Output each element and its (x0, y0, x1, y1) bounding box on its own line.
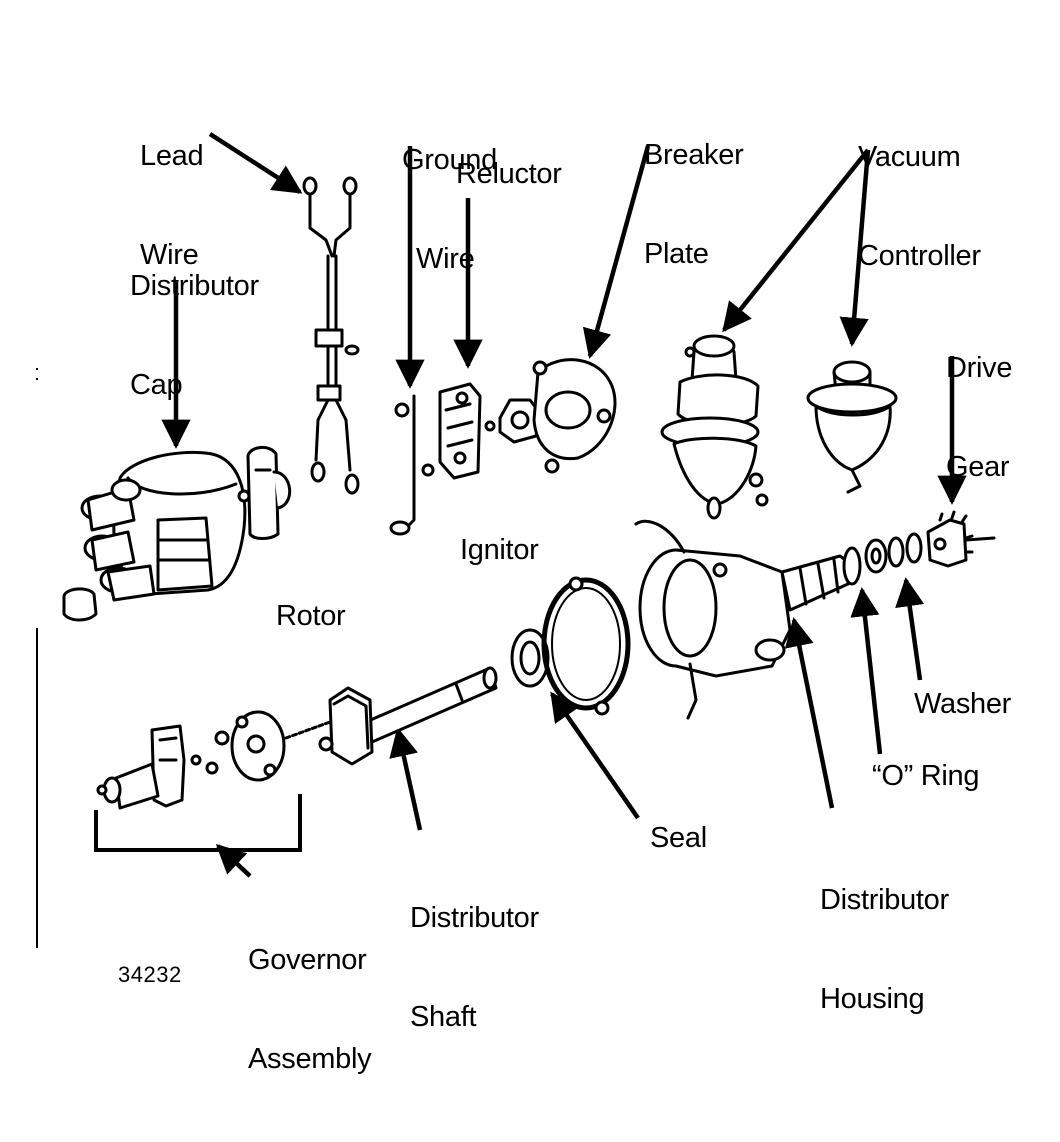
leader-arrows (161, 132, 967, 878)
arrow-distributor-housing (784, 617, 835, 809)
arrow-vacuum-controller-2 (839, 149, 871, 347)
governor-assembly-illustration (96, 710, 286, 810)
seal-illustration (510, 628, 550, 688)
washer-illustration (864, 532, 923, 574)
exploded-distributor-diagram (62, 132, 996, 878)
distributor-shaft-illustration (284, 666, 498, 766)
arrow-seal (550, 691, 640, 820)
label-seal: Seal (650, 822, 707, 854)
label-lead-wire: Lead Wire (140, 140, 204, 271)
lead-wire-illustration (302, 176, 360, 495)
arrow-distributor-shaft (389, 727, 423, 831)
arrow-washer (895, 577, 925, 681)
figure-number: 34232 (118, 962, 182, 987)
arrow-breaker-plate (582, 145, 651, 359)
arrow-lead-wire (208, 132, 303, 194)
label-reluctor: Reluctor (456, 158, 562, 190)
label-distributor-housing: Distributor Housing (820, 884, 949, 1015)
scan-edge-line (36, 628, 38, 948)
label-ground-wire: Ground Wire (402, 144, 497, 275)
o-ring-illustration (842, 546, 862, 586)
label-o-ring: “O” Ring (872, 760, 980, 792)
label-ignitor: Ignitor (460, 534, 539, 566)
scan-speck (36, 368, 38, 370)
breaker-plate-illustration (532, 358, 617, 474)
arrow-o-ring (850, 587, 883, 755)
scan-speck (36, 378, 38, 380)
gasket-illustration (541, 576, 631, 716)
arrow-vacuum-controller-1 (722, 148, 870, 333)
label-breaker-plate: Breaker Plate (644, 139, 744, 270)
rotor-illustration (246, 446, 292, 540)
label-washer: Washer (914, 688, 1012, 720)
ground-wire-illustration (389, 394, 435, 536)
governor-bracket (94, 794, 302, 852)
drive-gear-illustration (926, 510, 996, 568)
label-distributor-shaft: Distributor Shaft (410, 902, 539, 1033)
label-vacuum-controller: Vacuum Controller (858, 141, 981, 272)
distributor-cap-illustration (62, 450, 251, 622)
vacuum-controller-2-illustration (806, 360, 898, 494)
distributor-housing-illustration (634, 519, 850, 720)
label-rotor: Rotor (276, 600, 346, 632)
vacuum-controller-1-illustration (660, 334, 769, 520)
ignitor-illustration (438, 382, 482, 480)
